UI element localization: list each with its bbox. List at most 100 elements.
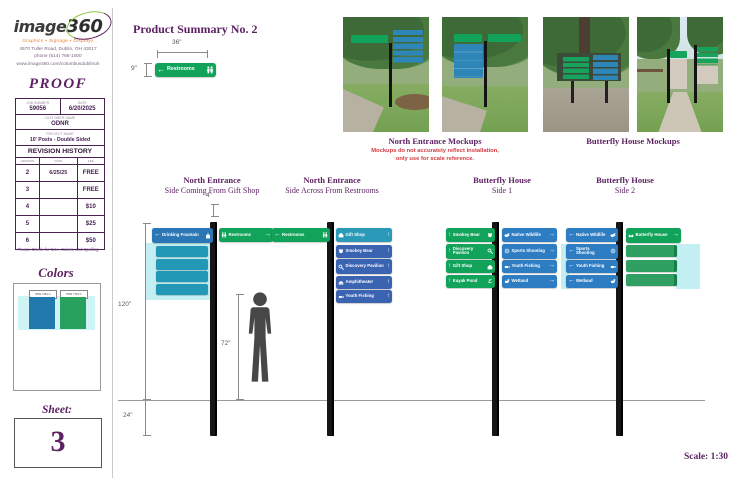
mockup-sign-panel bbox=[351, 35, 388, 43]
customer-label: CUSTOMER NAME bbox=[44, 116, 76, 120]
job-number-cell: JOB NUMBER 59056 bbox=[16, 99, 61, 114]
d3-sign-native-wildlife: Native Wildlife → bbox=[502, 228, 557, 242]
restrooms-icon bbox=[322, 232, 328, 238]
new-sign-highlight bbox=[561, 244, 569, 289]
youth-fishing-icon bbox=[610, 264, 616, 270]
customer-cell: CUSTOMER NAME ODNR bbox=[16, 115, 104, 130]
right-arrow-icon: → bbox=[548, 230, 556, 238]
blank-panel bbox=[156, 283, 208, 295]
project-label: PROJECT NAME bbox=[46, 131, 74, 136]
table-row: CUSTOMER NAME ODNR bbox=[16, 113, 104, 130]
mockup-photo-butterfly-1 bbox=[543, 17, 629, 132]
left-arrow-icon: ← bbox=[568, 277, 575, 284]
d1-post bbox=[210, 222, 217, 436]
below-ground-dimension-line bbox=[142, 400, 151, 436]
mockup-photo-north-1 bbox=[343, 17, 429, 132]
project-cell: PROJECT NAME 10' Posts - Double Sided bbox=[16, 130, 104, 145]
website-line: www.image360.com/columbusdublinoh bbox=[16, 61, 100, 67]
mockup-sign-stack bbox=[697, 47, 718, 65]
diagram2-header: North Entrance Side Across From Restroom… bbox=[285, 175, 379, 195]
mockup-photo-butterfly-2 bbox=[637, 17, 723, 132]
color-swatch-blue bbox=[29, 297, 55, 329]
mockup-blank-panel bbox=[454, 44, 483, 78]
right-arrow-icon: → bbox=[672, 231, 680, 239]
wetland-icon bbox=[610, 278, 616, 284]
discovery-pavilion-icon bbox=[487, 248, 493, 254]
d4-sign-wetland: ← Wetland bbox=[566, 274, 618, 288]
sheet-number: 3 bbox=[14, 418, 102, 468]
revision-row: 4$10 bbox=[16, 197, 104, 215]
d3-sign-discovery-pavilion: ↑ Discovery Pavilion bbox=[446, 244, 495, 259]
left-arrow-icon: ← bbox=[157, 65, 165, 74]
native-wildlife-icon bbox=[504, 232, 510, 238]
store-address: 4570 Tuller Road, Dublin, OH 43017 phone… bbox=[10, 46, 106, 68]
photo-post bbox=[605, 81, 608, 103]
gift-shop-icon bbox=[487, 264, 493, 270]
amphitheater-icon bbox=[338, 279, 344, 285]
mockup-photo-north-2 bbox=[442, 17, 528, 132]
col-fee: FEE bbox=[87, 158, 94, 163]
d2-post bbox=[327, 222, 334, 436]
d3-sign-gift-shop: ↑ Gift Shop bbox=[446, 260, 495, 273]
project-value: 10' Posts - Double Sided bbox=[29, 136, 91, 143]
proof-table: JOB NUMBER 59056 DATE 6/20/2025 CUSTOMER… bbox=[15, 98, 105, 250]
blank-panel bbox=[156, 258, 208, 270]
photo-post bbox=[389, 43, 392, 107]
revision-header-row: VERSION DATE FEE bbox=[16, 156, 104, 164]
brand-image-text: image bbox=[13, 17, 67, 36]
up-arrow-icon: ↑ bbox=[448, 277, 452, 284]
d3-sign-sports-shooting: Sports Shooting → bbox=[502, 244, 557, 259]
left-arrow-icon: ← bbox=[568, 247, 575, 254]
brand-wordmark: image360 bbox=[10, 6, 115, 45]
photo-tree-trunk bbox=[579, 17, 590, 65]
butterfly-house-icon bbox=[628, 233, 634, 239]
ground-line bbox=[118, 400, 705, 401]
d2-sign-discovery-pavilion: Discovery Pavilion ↑ bbox=[336, 259, 392, 274]
up-arrow-icon: ↑ bbox=[448, 262, 452, 270]
mockup-sign-stack bbox=[393, 30, 423, 63]
sports-shooting-icon bbox=[504, 248, 510, 254]
left-arrow-icon: ← bbox=[154, 231, 161, 239]
blank-panel bbox=[626, 274, 677, 286]
address-line: 4570 Tuller Road, Dublin, OH 43017 bbox=[19, 47, 97, 52]
d4-sign-butterfly-house: Butterfly House → bbox=[626, 228, 681, 243]
mockup-blank-panel bbox=[670, 59, 687, 89]
blank-panel bbox=[156, 246, 208, 257]
logo: image360 Graphics • Signage • Displays 4… bbox=[10, 6, 115, 68]
left-arrow-icon: ← bbox=[568, 262, 575, 270]
d1-sign-restrooms: Restrooms → bbox=[219, 228, 273, 242]
col-version: VERSION bbox=[16, 157, 40, 164]
table-row: JOB NUMBER 59056 DATE 6/20/2025 bbox=[16, 99, 104, 114]
up-arrow-icon: ↑ bbox=[448, 247, 452, 254]
date-value: 6/20/2025 bbox=[68, 105, 96, 112]
diagram4-header: Butterfly House Side 2 bbox=[596, 175, 654, 195]
colors-panel: PMS 7461 C PMS 7724 C bbox=[13, 283, 101, 391]
mockup-sign-panel bbox=[670, 51, 687, 58]
photo-mulch bbox=[395, 94, 429, 110]
phone-line: phone (614) 766-1000 bbox=[34, 54, 82, 60]
mockup-sign-panel bbox=[454, 34, 482, 42]
job-number-label: JOB NUMBER bbox=[26, 100, 50, 105]
color-swatch-green bbox=[60, 297, 86, 329]
d4-post bbox=[616, 222, 623, 436]
below-ground-dimension-label: 24" bbox=[123, 412, 133, 419]
d2-sign-gift-shop: Gift Shop ↑ bbox=[336, 228, 392, 242]
check-note: Please Check for Size, Colors, and Spell… bbox=[17, 247, 99, 252]
mockup-disclaimer: Mockups do not accurately reflect instal… bbox=[371, 148, 499, 162]
d4-sign-youth-fishing: ← Youth Fishing bbox=[566, 260, 618, 273]
new-sign-highlight bbox=[676, 244, 700, 289]
photo-post bbox=[571, 81, 574, 103]
smokey-bear-icon bbox=[487, 232, 493, 238]
revision-history-heading: REVISION HISTORY bbox=[27, 147, 93, 155]
mockup-sign-stack bbox=[563, 57, 589, 80]
sign-label: Restrooms bbox=[167, 66, 195, 73]
left-arrow-icon: ← bbox=[274, 230, 281, 238]
d1-sign-drinking-fountain: ← Drinking Fountain bbox=[152, 228, 213, 243]
restrooms-icon bbox=[206, 66, 214, 74]
table-row: REVISION HISTORY bbox=[16, 144, 104, 157]
sheet-label: Sheet: bbox=[41, 404, 73, 416]
diagram1-header: North Entrance Side Coming From Gift Sho… bbox=[164, 175, 260, 195]
person-height-dimension-line bbox=[235, 294, 244, 400]
